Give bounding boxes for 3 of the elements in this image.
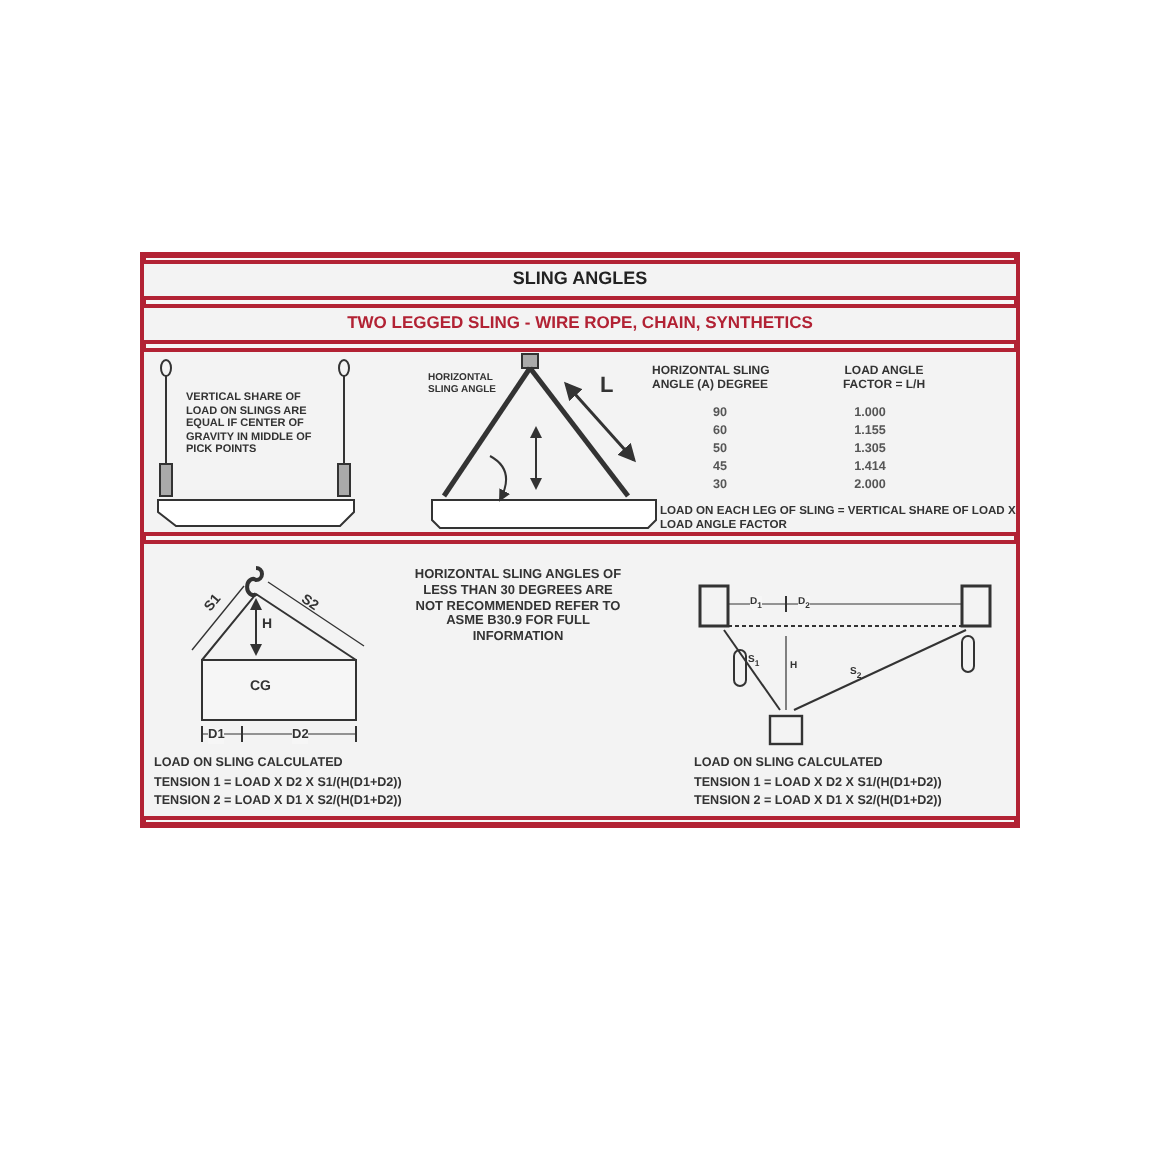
dimension-label: L (600, 374, 614, 401)
title-text: SLING ANGLES (510, 268, 650, 290)
subtitle-text: TWO LEGGED SLING - WIRE ROPE, CHAIN, SYNTHETICS (345, 312, 815, 333)
